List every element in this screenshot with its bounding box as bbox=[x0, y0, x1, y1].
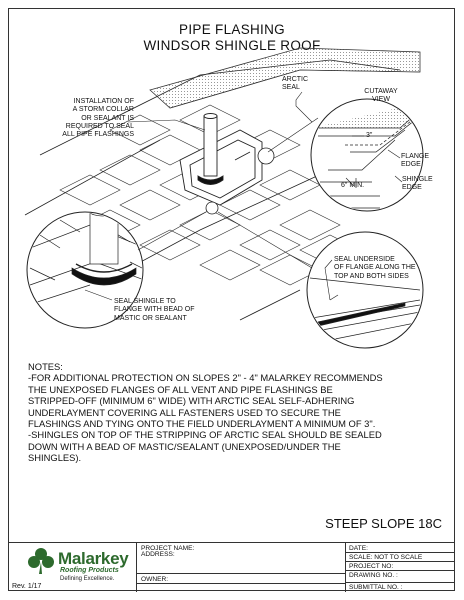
notes-line: -SHINGLES ON TOP OF THE STRIPPING OF ARC… bbox=[28, 429, 382, 441]
notes-line: -FOR ADDITIONAL PROTECTION ON SLOPES 2" … bbox=[28, 372, 383, 384]
ridge-strip bbox=[149, 47, 421, 109]
logo-tagline: Defining Excellence. bbox=[60, 576, 115, 582]
logo-subtitle: Roofing Products bbox=[60, 567, 119, 574]
shamrock-icon bbox=[28, 548, 54, 574]
three-inch-dimension: 3" bbox=[366, 132, 373, 139]
pipe-flange bbox=[179, 129, 263, 206]
detail-connectors bbox=[137, 211, 313, 269]
cutaway-view-detail bbox=[310, 98, 424, 212]
project-name-field: PROJECT NAME: bbox=[141, 545, 195, 552]
address-field: ADDRESS: bbox=[141, 551, 175, 558]
scale-field: SCALE: NOT TO SCALE bbox=[349, 554, 423, 561]
notes-line: FLASHINGS AND TYING ONTO THE FIELD UNDER… bbox=[28, 418, 376, 430]
submittal-no-field: SUBMITTAL NO. : bbox=[349, 584, 403, 591]
seal-underside-detail bbox=[306, 231, 424, 349]
arctic-seal-callout: ARCTIC SEAL bbox=[282, 76, 309, 92]
seal-underside-callout: SEAL UNDERSIDE OF FLANGE ALONG THE TOP A… bbox=[334, 256, 416, 280]
title-line-1: PIPE FLASHING bbox=[179, 22, 285, 37]
cutaway-view-label: CUTAWAY VIEW bbox=[364, 88, 398, 104]
notes-line: SHINGLES). bbox=[28, 452, 82, 464]
project-no-field: PROJECT NO: bbox=[349, 563, 394, 570]
title-line-2: WINDSOR SHINGLE ROOF bbox=[143, 38, 321, 53]
title-block: PROJECT NAME: ADDRESS: OWNER: DATE: SCAL… bbox=[8, 542, 455, 592]
notes-line: THE UNEXPOSED FLANGES OF ALL VENT AND PI… bbox=[28, 383, 333, 395]
owner-field: OWNER: bbox=[141, 576, 169, 583]
sheet-number: STEEP SLOPE 18C bbox=[325, 516, 442, 531]
date-field: DATE: bbox=[349, 545, 368, 552]
notes-line: STRIPPED-OFF (MINIMUM 6" WIDE) WITH ARCT… bbox=[28, 395, 355, 407]
drawing-no-field: DRAWING NO. : bbox=[349, 572, 398, 579]
flange-edge-label: FLANGE EDGE bbox=[401, 153, 430, 169]
shingle-edge-label: SHINGLE EDGE bbox=[402, 176, 433, 192]
detail-markers bbox=[205, 147, 275, 215]
revision-label: Rev. 1/17 bbox=[12, 583, 42, 590]
seal-shingle-callout: SEAL SHINGLE TO FLANGE WITH BEAD OF MAST… bbox=[114, 298, 195, 322]
vent-pipe bbox=[197, 113, 224, 185]
notes-line: DOWN WITH A BEAD OF MASTIC/SEALANT (UNEX… bbox=[28, 440, 341, 452]
notes-block: NOTES: -FOR ADDITIONAL PROTECTION ON SLO… bbox=[28, 361, 448, 464]
notes-line: UNDERLAYMENT COVERING ALL FASTENERS USED… bbox=[28, 406, 341, 418]
storm-collar-callout: INSTALLATION OF A STORM COLLAR OR SEALAN… bbox=[62, 98, 134, 139]
callout-leaders bbox=[127, 91, 319, 153]
notes-heading: NOTES: bbox=[28, 361, 63, 372]
six-inch-min-dimension: 6" MIN. bbox=[341, 182, 365, 189]
logo-name: Malarkey bbox=[58, 549, 129, 568]
sheet-border bbox=[8, 8, 455, 591]
